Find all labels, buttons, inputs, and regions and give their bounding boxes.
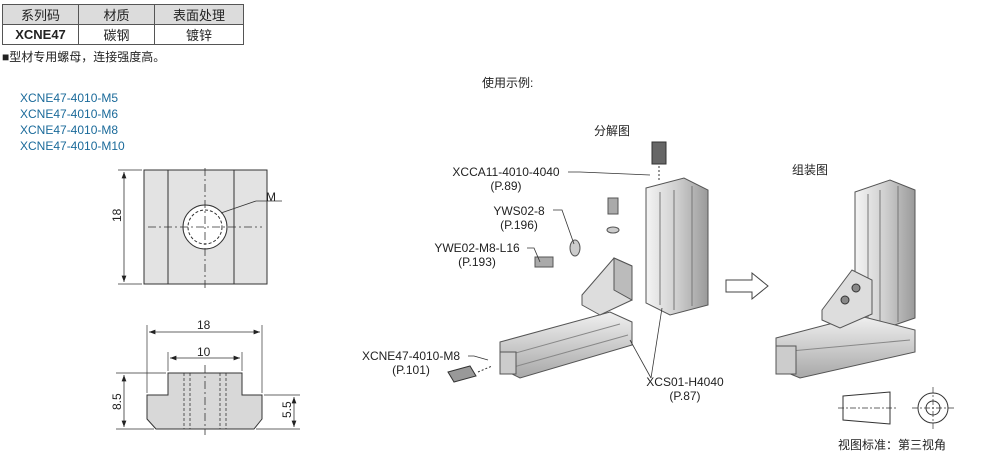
part-label: YWE02-M8-L16 (P.193) <box>428 241 526 269</box>
part-label: YWS02-8 (P.196) <box>486 204 552 232</box>
thread-label: M <box>266 190 276 204</box>
model-list: XCNE47-4010-M5 XCNE47-4010-M6 XCNE47-401… <box>20 90 125 154</box>
spec-cell-series: XCNE47 <box>2 24 79 45</box>
part-code: YWS02-8 <box>493 204 545 218</box>
dim-width-total-label: 18 <box>197 318 211 332</box>
model-item: XCNE47-4010-M5 <box>20 91 119 105</box>
exploded-view-title: 分解图 <box>594 124 631 138</box>
part-label: XCNE47-4010-M8 (P.101) <box>356 349 466 377</box>
part-page: (P.101) <box>392 363 430 377</box>
part-page: (P.193) <box>458 255 496 269</box>
dim-width-inner-label: 10 <box>197 345 211 359</box>
assembly-arrow-icon <box>725 271 769 301</box>
nut-top-view <box>118 168 282 288</box>
assembled-view-title: 组装图 <box>792 163 829 177</box>
spec-cell-material: 碳钢 <box>78 24 155 45</box>
part-code: XCCA11-4010-4040 <box>452 165 560 179</box>
nut-side-view <box>116 325 300 435</box>
model-item: XCNE47-4010-M10 <box>20 139 125 153</box>
part-page: (P.196) <box>500 218 538 232</box>
part-label: XCCA11-4010-4040 (P.89) <box>445 165 567 193</box>
third-angle-projection-icon <box>838 387 954 429</box>
exploded-view-illustration <box>447 141 709 383</box>
dim-height-total-label: 8.5 <box>110 393 124 410</box>
part-code: XCS01-H4040 <box>646 375 724 389</box>
part-page: (P.89) <box>490 179 522 193</box>
feature-note: ■型材专用螺母，连接强度高。 <box>2 50 166 64</box>
model-item: XCNE47-4010-M6 <box>20 107 119 121</box>
spec-header-row: 系列码 材质 表面处理 <box>2 4 244 25</box>
part-label: XCS01-H4040 (P.87) <box>640 375 730 403</box>
spec-header-surface: 表面处理 <box>154 4 244 25</box>
model-item: XCNE47-4010-M8 <box>20 123 119 137</box>
example-title: 使用示例: <box>482 76 534 90</box>
assembled-view-illustration <box>775 179 916 379</box>
part-page: (P.87) <box>669 389 701 403</box>
dim-height-label: 18 <box>110 208 124 222</box>
leader-lines <box>468 171 663 379</box>
spec-data-row: XCNE47 碳钢 镀锌 <box>2 24 244 45</box>
spec-header-material: 材质 <box>78 4 155 25</box>
projection-note: 视图标准：第三视角 <box>838 438 947 452</box>
part-code: YWE02-M8-L16 <box>434 241 520 255</box>
spec-cell-surface: 镀锌 <box>154 24 244 45</box>
spec-header-series: 系列码 <box>2 4 79 25</box>
spec-table: 系列码 材质 表面处理 XCNE47 碳钢 镀锌 <box>2 4 244 45</box>
part-code: XCNE47-4010-M8 <box>361 349 461 363</box>
dim-height-base-label: 5.5 <box>280 401 294 418</box>
